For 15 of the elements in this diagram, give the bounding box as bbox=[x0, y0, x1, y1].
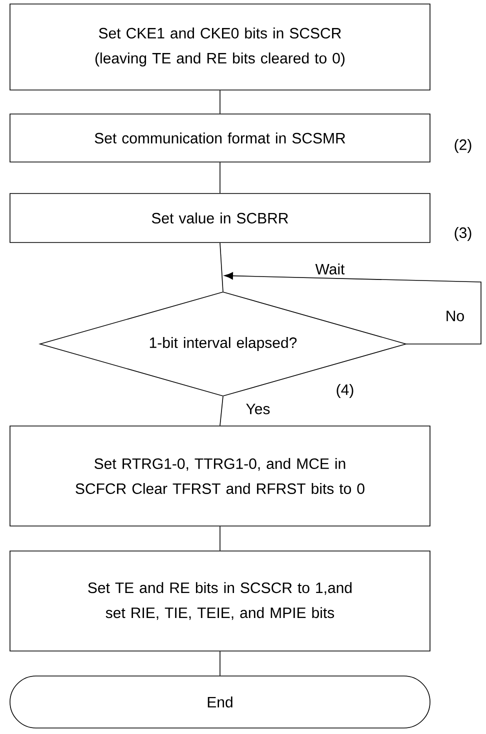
connector-line bbox=[220, 396, 224, 426]
terminal-box: End bbox=[10, 676, 430, 728]
loop-arrow bbox=[224, 272, 482, 344]
step-number: (4) bbox=[336, 384, 354, 398]
process-box: Set RTRG1-0, TTRG1-0, and MCE in SCFCR Clear TFRST and RFRST bits to 0 bbox=[10, 426, 430, 526]
loop-label: Wait bbox=[315, 264, 345, 274]
step-number: (2) bbox=[454, 139, 472, 153]
step-number: (3) bbox=[454, 227, 472, 241]
process-box: Set TE and RE bits in SCSCR to 1,and set RIE, TIE, TEIE, and MPIE bits bbox=[10, 550, 430, 652]
process-box: Set CKE1 and CKE0 bits in SCSCR (leaving TE and RE bits cleared to 0) bbox=[10, 4, 430, 90]
process-box: Set communication format in SCSMR bbox=[10, 114, 430, 162]
process-box: Set value in SCBRR bbox=[10, 193, 430, 243]
edge-label: Yes bbox=[246, 404, 270, 414]
connector-line bbox=[220, 242, 224, 292]
edge-label: No bbox=[446, 310, 464, 322]
